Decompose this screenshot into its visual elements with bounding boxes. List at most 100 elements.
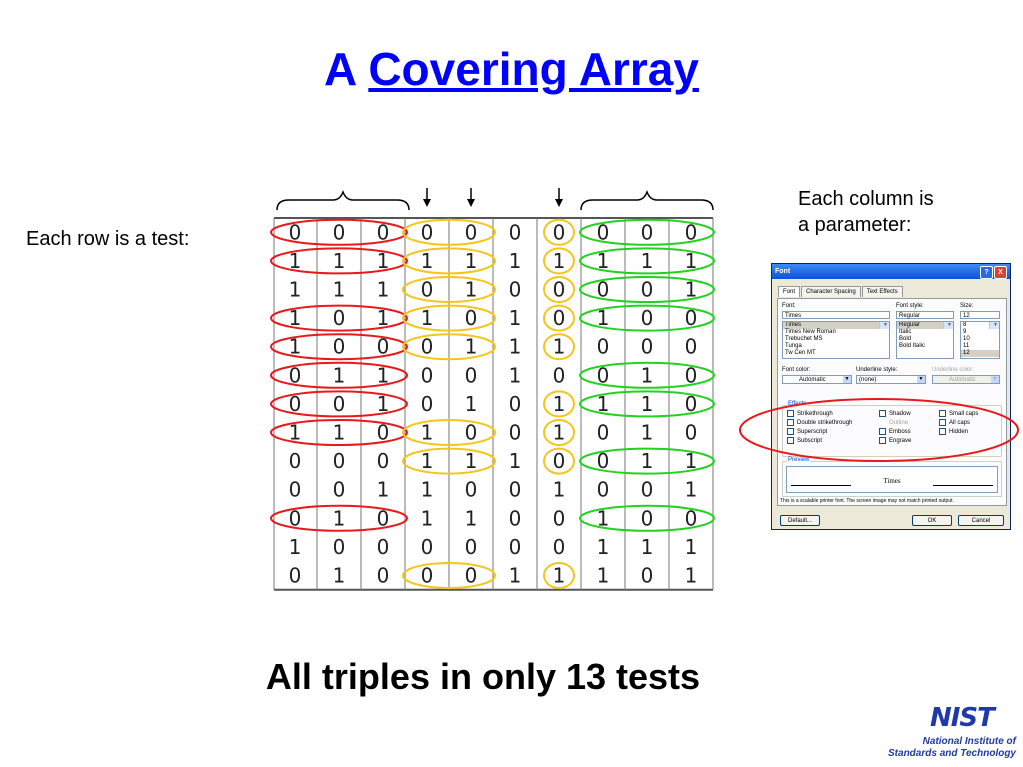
font-style-list[interactable]: Regular Italic Bold Bold Italic ▲▼ bbox=[896, 321, 954, 359]
emboss-label: Emboss bbox=[889, 429, 911, 436]
checkbox-icon[interactable] bbox=[879, 428, 886, 435]
chevron-down-icon[interactable]: ▼ bbox=[917, 376, 925, 383]
array-cell: 1 bbox=[377, 363, 390, 387]
checkbox-icon[interactable] bbox=[787, 428, 794, 435]
array-cell: 1 bbox=[685, 249, 698, 273]
subscript-checkbox[interactable]: Subscript bbox=[787, 437, 822, 445]
font-list-item[interactable]: Times New Roman bbox=[785, 329, 836, 335]
checkbox-icon[interactable] bbox=[939, 419, 946, 426]
array-cell: 1 bbox=[553, 421, 566, 445]
array-cell: 1 bbox=[641, 449, 654, 473]
size-input[interactable]: 12 bbox=[960, 311, 1000, 319]
green-highlight bbox=[579, 218, 715, 246]
array-cell: 0 bbox=[333, 478, 346, 502]
tab-text-effects[interactable]: Text Effects bbox=[861, 286, 903, 297]
array-cell: 0 bbox=[289, 506, 302, 530]
font-style-item[interactable]: Italic bbox=[899, 329, 912, 335]
scroll-down-icon[interactable]: ▼ bbox=[944, 322, 953, 329]
array-cell: 0 bbox=[509, 220, 522, 244]
array-cell: 0 bbox=[421, 335, 434, 359]
checkbox-icon[interactable] bbox=[879, 410, 886, 417]
array-cell: 1 bbox=[333, 421, 346, 445]
scroll-down-icon[interactable]: ▼ bbox=[880, 322, 889, 329]
font-style-scrollbar[interactable]: ▲▼ bbox=[943, 322, 953, 329]
checkbox-icon[interactable] bbox=[787, 437, 794, 444]
engrave-checkbox[interactable]: Engrave bbox=[879, 437, 911, 445]
cancel-button[interactable]: Cancel bbox=[958, 515, 1004, 526]
font-color-select[interactable]: Automatic▼ bbox=[782, 375, 852, 384]
size-list-scrollbar[interactable]: ▲▼ bbox=[989, 322, 999, 329]
array-cell: 1 bbox=[289, 421, 302, 445]
font-list-scrollbar[interactable]: ▲▼ bbox=[879, 322, 889, 329]
default-button[interactable]: Default... bbox=[780, 515, 820, 526]
size-list-item[interactable]: 10 bbox=[963, 336, 970, 342]
preview-legend: Preview bbox=[787, 457, 811, 463]
red-highlight bbox=[270, 504, 408, 532]
ok-button[interactable]: OK bbox=[912, 515, 952, 526]
checkbox-icon[interactable] bbox=[787, 410, 794, 417]
double-strikethrough-checkbox[interactable]: Double strikethrough bbox=[787, 419, 852, 427]
array-cell: 0 bbox=[641, 278, 654, 302]
array-cell: 1 bbox=[641, 363, 654, 387]
array-cell: 0 bbox=[509, 535, 522, 559]
small-caps-checkbox[interactable]: Small caps bbox=[939, 410, 978, 418]
checkbox-icon[interactable] bbox=[939, 410, 946, 417]
yellow-single-highlight bbox=[543, 447, 575, 475]
array-cell: 0 bbox=[465, 478, 478, 502]
underline-color-value: Automatic bbox=[949, 377, 976, 383]
font-input[interactable]: Times bbox=[782, 311, 890, 319]
font-label: Font: bbox=[782, 303, 796, 309]
array-cell: 0 bbox=[553, 535, 566, 559]
size-list[interactable]: 8 9 10 11 12 ▲▼ bbox=[960, 321, 1000, 359]
font-list-item[interactable]: Tunga bbox=[785, 343, 802, 349]
green-highlight bbox=[579, 304, 715, 332]
font-style-item[interactable]: Bold Italic bbox=[899, 343, 926, 349]
close-icon[interactable]: X bbox=[994, 266, 1007, 279]
tab-font[interactable]: Font bbox=[778, 286, 801, 297]
superscript-label: Superscript bbox=[797, 429, 828, 436]
array-cell: 1 bbox=[333, 506, 346, 530]
yellow-single-highlight bbox=[543, 390, 575, 418]
font-list[interactable]: Times Times New Roman Trebuchet MS Tunga… bbox=[782, 321, 890, 359]
array-cell: 0 bbox=[377, 535, 390, 559]
all-caps-checkbox[interactable]: All caps bbox=[939, 419, 970, 427]
array-cell: 0 bbox=[465, 535, 478, 559]
font-style-item[interactable]: Bold bbox=[899, 336, 912, 342]
chevron-down-icon[interactable]: ▼ bbox=[843, 376, 851, 383]
array-cell: 0 bbox=[685, 363, 698, 387]
array-cell: 0 bbox=[597, 278, 610, 302]
all-caps-label: All caps bbox=[949, 420, 971, 427]
shadow-checkbox[interactable]: Shadow bbox=[879, 410, 911, 418]
font-style-input[interactable]: Regular bbox=[896, 311, 954, 319]
strikethrough-checkbox[interactable]: Strikethrough bbox=[787, 410, 833, 418]
size-list-item[interactable]: 11 bbox=[963, 343, 970, 349]
font-note: This is a scalable printer font. The scr… bbox=[780, 498, 954, 504]
underline-color-label: Underline color: bbox=[932, 367, 975, 373]
yellow-pair-highlight bbox=[402, 447, 496, 475]
array-cell: 1 bbox=[641, 421, 654, 445]
underline-style-select[interactable]: (none)▼ bbox=[856, 375, 926, 384]
checkbox-icon[interactable] bbox=[787, 419, 794, 426]
array-cell: 1 bbox=[641, 249, 654, 273]
array-cell: 0 bbox=[289, 220, 302, 244]
emboss-checkbox[interactable]: Emboss bbox=[879, 428, 911, 436]
help-icon[interactable]: ? bbox=[980, 266, 993, 279]
array-cell: 1 bbox=[465, 506, 478, 530]
size-list-item[interactable]: 8 bbox=[963, 322, 967, 328]
size-list-item[interactable]: 12 bbox=[961, 350, 999, 357]
font-list-item[interactable]: Trebuchet MS bbox=[785, 336, 823, 342]
checkbox-icon[interactable] bbox=[939, 428, 946, 435]
superscript-checkbox[interactable]: Superscript bbox=[787, 428, 827, 436]
arrow-down-icon bbox=[423, 199, 431, 207]
font-style-item[interactable]: Regular bbox=[897, 322, 953, 329]
title-link[interactable]: Covering Array bbox=[368, 43, 699, 95]
font-list-item[interactable]: Times bbox=[783, 322, 889, 329]
size-list-item[interactable]: 9 bbox=[963, 329, 967, 335]
checkbox-icon[interactable] bbox=[879, 437, 886, 444]
scroll-down-icon[interactable]: ▼ bbox=[990, 322, 999, 329]
array-cell: 0 bbox=[421, 278, 434, 302]
hidden-checkbox[interactable]: Hidden bbox=[939, 428, 968, 436]
font-list-item[interactable]: Tw Cen MT bbox=[785, 350, 816, 356]
array-cell: 1 bbox=[465, 335, 478, 359]
tab-character-spacing[interactable]: Character Spacing bbox=[801, 286, 861, 297]
